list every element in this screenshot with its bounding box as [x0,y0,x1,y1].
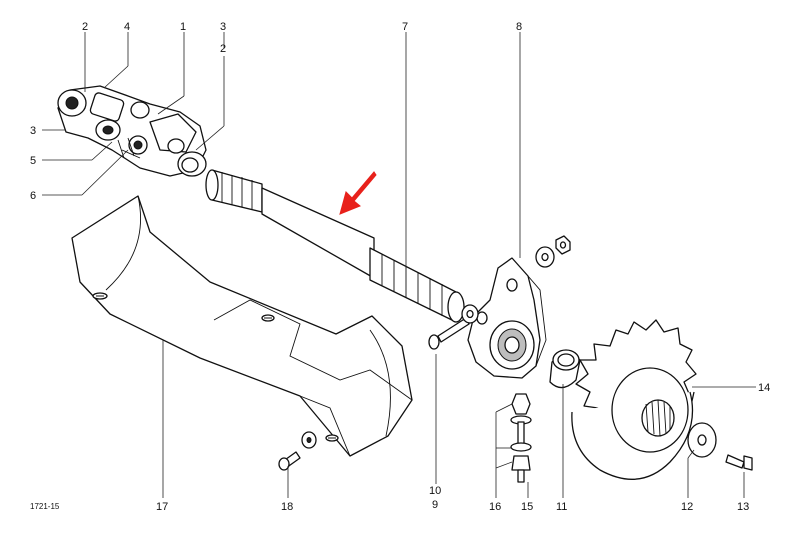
callout-numbers: 2 4 1 3 2 3 5 6 7 8 14 17 18 10 9 16 15 … [30,21,770,513]
callout-2: 2 [220,43,226,55]
callout-7: 7 [402,21,408,33]
housing-washer-nut [535,235,571,268]
callout-5: 5 [30,155,36,167]
drive-sprocket [571,319,697,480]
guard-bolt-and-washer [278,431,317,471]
callout-8: 8 [516,21,522,33]
universal-joint-assembly [57,85,207,177]
callout-15: 15 [521,501,533,513]
highlight-arrow [339,171,377,215]
callout-9: 9 [432,499,438,511]
stud-bolt-stack [510,393,532,483]
callout-10: 10 [429,485,441,497]
callout-3: 3 [220,21,226,33]
callout-4: 4 [124,21,130,33]
chain-guard [71,195,413,457]
callout-16: 16 [489,501,501,513]
spacer-ring [549,349,581,389]
drive-shaft [205,169,465,323]
callout-11: 11 [556,501,567,513]
callout-13: 13 [737,501,749,513]
callout-3: 3 [30,125,36,137]
callout-17: 17 [156,501,168,513]
callout-1: 1 [180,21,186,33]
housing-bolt [428,304,479,350]
callout-2: 2 [82,21,88,33]
callout-12: 12 [681,501,693,513]
bearing-housing [467,257,547,379]
leader-lines [42,32,756,498]
callout-18: 18 [281,501,293,513]
drawing-code: 1721-15 [30,502,60,511]
callout-6: 6 [30,190,36,202]
sprocket-washer-bolt [687,422,753,471]
callout-14: 14 [758,382,770,394]
